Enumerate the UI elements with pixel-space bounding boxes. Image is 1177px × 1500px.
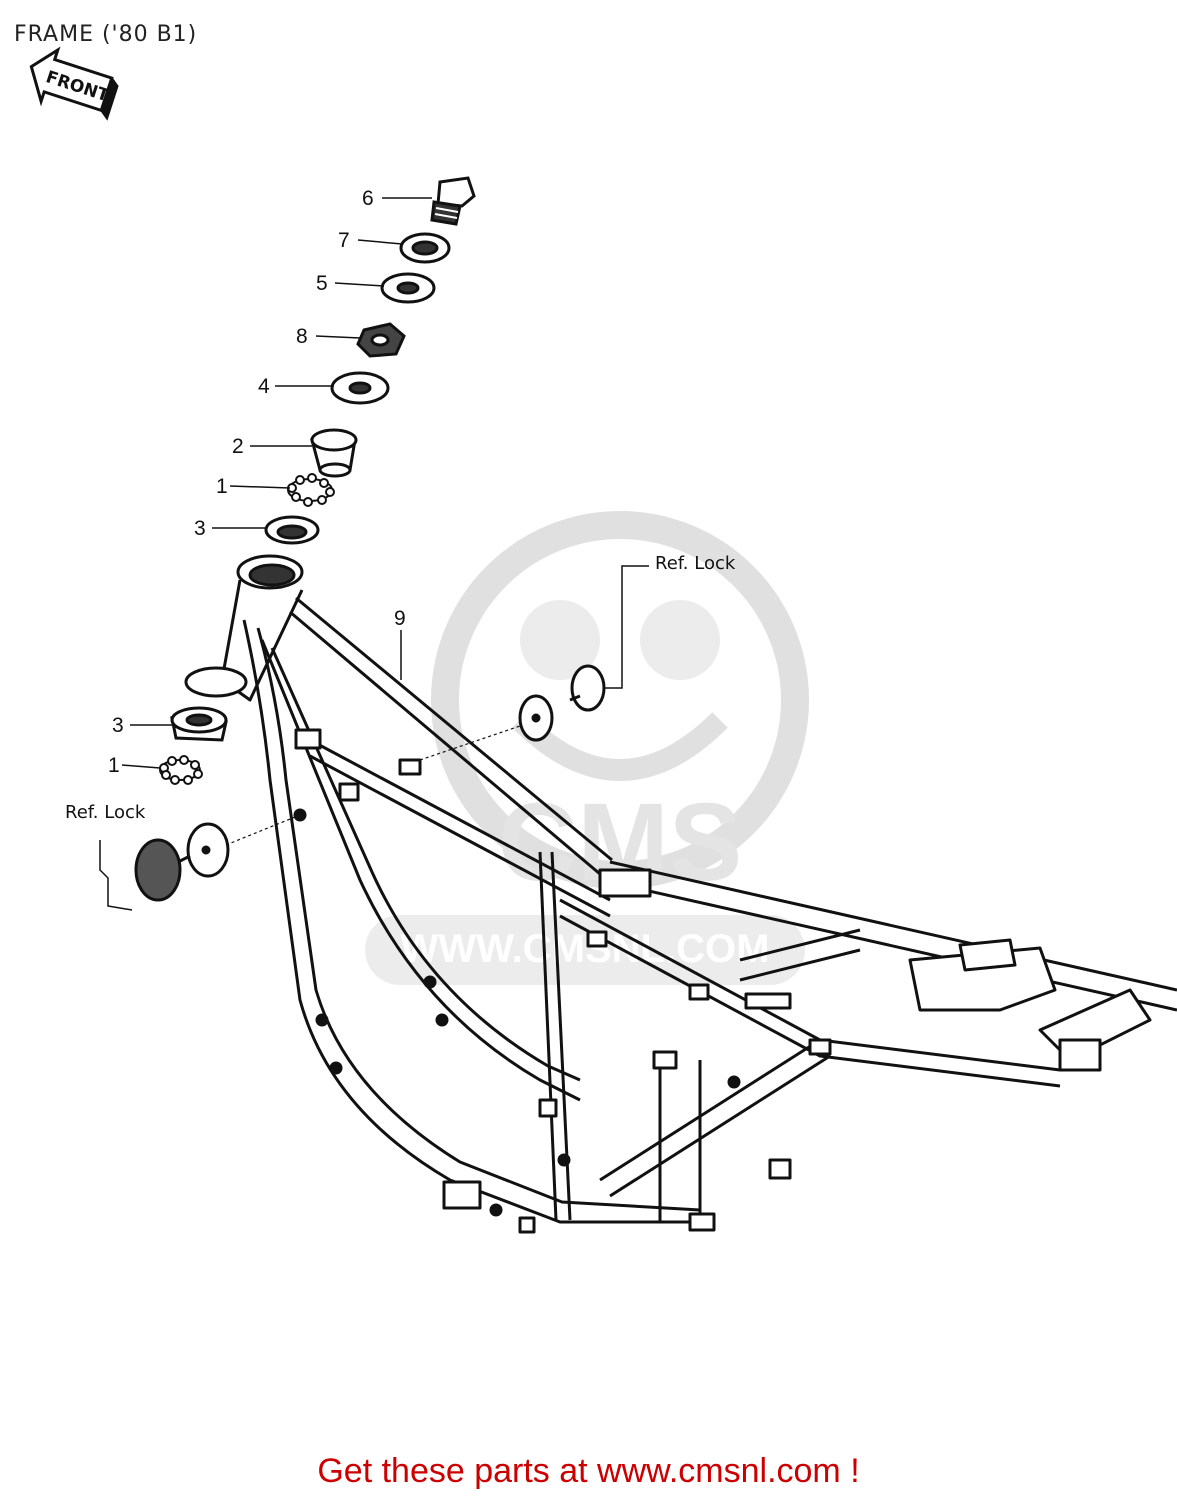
callout-1-top: 1 [216, 475, 228, 498]
lock-left-icon [134, 822, 230, 902]
callouts: 6 7 5 8 4 2 1 3 9 3 1 Ref. Lock Ref. Loc… [65, 187, 736, 823]
callout-3-top: 3 [194, 517, 206, 540]
watermark-url: WWW.CMSNL.COM [401, 927, 770, 971]
part-2-cone-icon [310, 428, 358, 478]
steering-lock-parts [134, 664, 606, 902]
callout-3-bottom: 3 [112, 714, 124, 737]
diagram-title: FRAME ('80 B1) [14, 22, 198, 47]
leader-lines [99, 197, 649, 911]
part-3-race-bottom-icon [170, 706, 228, 742]
callout-1-bottom: 1 [108, 754, 120, 777]
part-9-frame-icon [184, 554, 1177, 1234]
callout-6: 6 [362, 187, 374, 210]
ref-lock-left-label: Ref. Lock [65, 802, 146, 823]
part-7-washer-icon [399, 232, 451, 264]
callout-9: 9 [394, 607, 406, 630]
lock-right-icon [518, 664, 606, 742]
part-3-race-top-icon [264, 515, 320, 545]
lower-steering-parts [159, 706, 228, 785]
callout-2: 2 [232, 435, 244, 458]
part-6-bolt-icon [430, 176, 476, 226]
watermark-url-band [365, 915, 805, 985]
ref-lock-right-label: Ref. Lock [655, 553, 736, 574]
watermark: CMS WWW.CMSNL.COM [365, 511, 809, 985]
part-1-bearing-bottom-icon [159, 755, 203, 785]
part-5-washer-icon [380, 272, 436, 304]
callout-5: 5 [316, 272, 328, 295]
part-1-bearing-top-icon [287, 473, 335, 507]
steering-parts [264, 176, 476, 545]
callout-8: 8 [296, 325, 308, 348]
callout-4: 4 [258, 375, 270, 398]
front-arrow-icon: FRONT [29, 46, 119, 121]
part-4-washer-icon [330, 371, 390, 405]
callout-7: 7 [338, 229, 350, 252]
part-8-nut-icon [356, 322, 406, 358]
footer-parts-link[interactable]: Get these parts at www.cmsnl.com ! [317, 1452, 860, 1490]
